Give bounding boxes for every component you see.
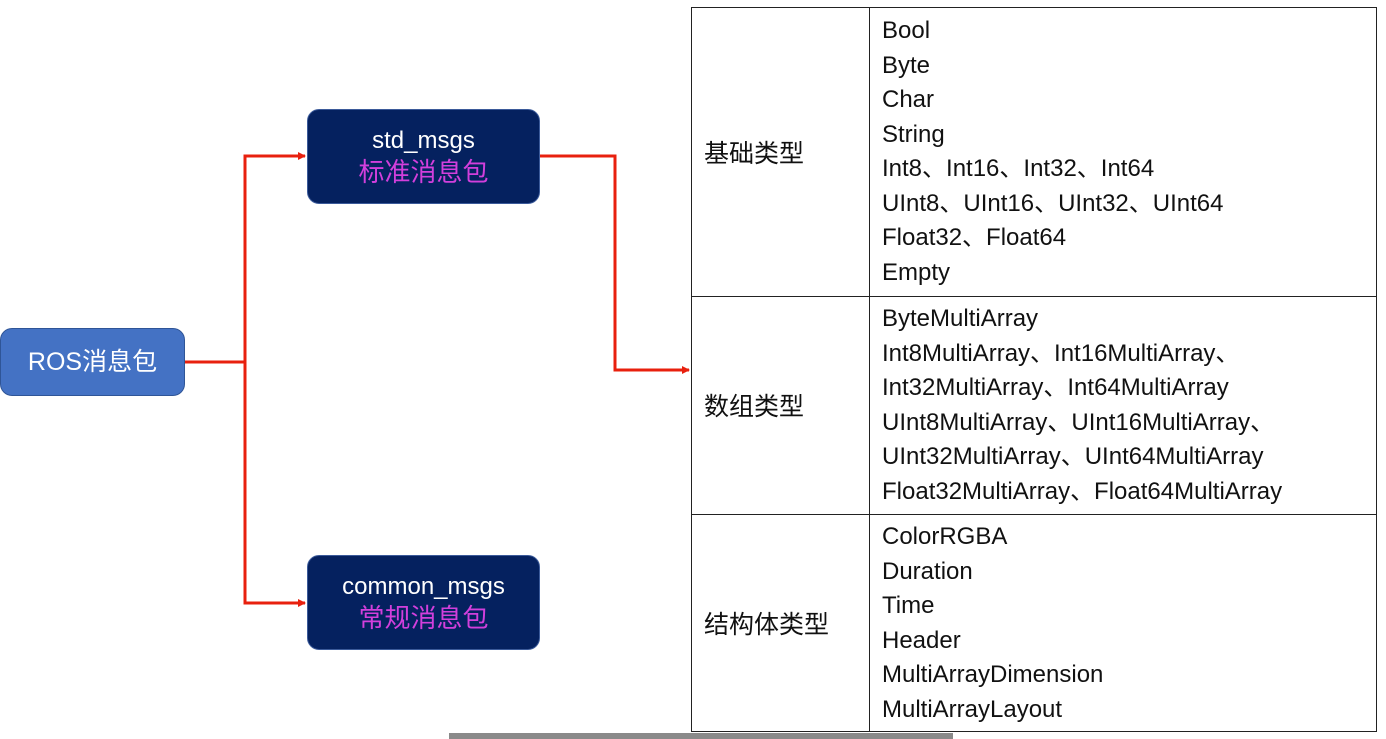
std-msgs-node: std_msgs 标准消息包 (307, 109, 540, 204)
type-item: MultiArrayDimension (882, 661, 1104, 688)
std-msgs-title: std_msgs (372, 126, 475, 154)
type-item: Int32MultiArray、Int64MultiArray (882, 374, 1229, 401)
std-msgs-subtitle: 标准消息包 (358, 156, 489, 187)
type-item: Byte (882, 51, 931, 79)
type-item: MultiArrayLayout (882, 695, 1063, 723)
type-item: String (882, 120, 945, 148)
category-cell: 结构体类型 (692, 514, 870, 731)
category-cell: 基础类型 (692, 8, 870, 296)
ros-msgs-label: ROS消息包 (27, 348, 158, 376)
type-item: UInt32MultiArray、UInt64MultiArray (882, 443, 1264, 470)
arrow-std-to-table (540, 154, 690, 374)
type-item: ByteMultiArray (882, 305, 1039, 332)
type-item: Float32、Float64 (882, 224, 1067, 251)
common-msgs-node: common_msgs 常规消息包 (307, 555, 540, 650)
arrow-to-common (243, 362, 306, 607)
category-cell: 数组类型 (692, 296, 870, 514)
type-item: UInt8、UInt16、UInt32、UInt64 (882, 189, 1224, 217)
type-item: Float32MultiArray、Float64MultiArray (882, 477, 1283, 505)
type-item: Time (882, 592, 935, 619)
common-msgs-subtitle: 常规消息包 (358, 602, 489, 633)
type-item: Empty (882, 258, 951, 286)
type-item: UInt8MultiArray、UInt16MultiArray、 (882, 408, 1275, 436)
progress-bar[interactable] (449, 733, 953, 739)
type-item: Int8MultiArray、Int16MultiArray、 (882, 339, 1240, 367)
type-item: Bool (882, 17, 931, 44)
type-item: Char (882, 86, 935, 113)
type-item: ColorRGBA (882, 523, 1008, 550)
arrow-to-std (243, 152, 306, 362)
common-msgs-title: common_msgs (342, 572, 505, 600)
type-item: Header (882, 626, 961, 654)
type-item: Duration (882, 557, 973, 585)
ros-msgs-node: ROS消息包 (0, 328, 185, 396)
type-item: Int8、Int16、Int32、Int64 (882, 155, 1155, 182)
